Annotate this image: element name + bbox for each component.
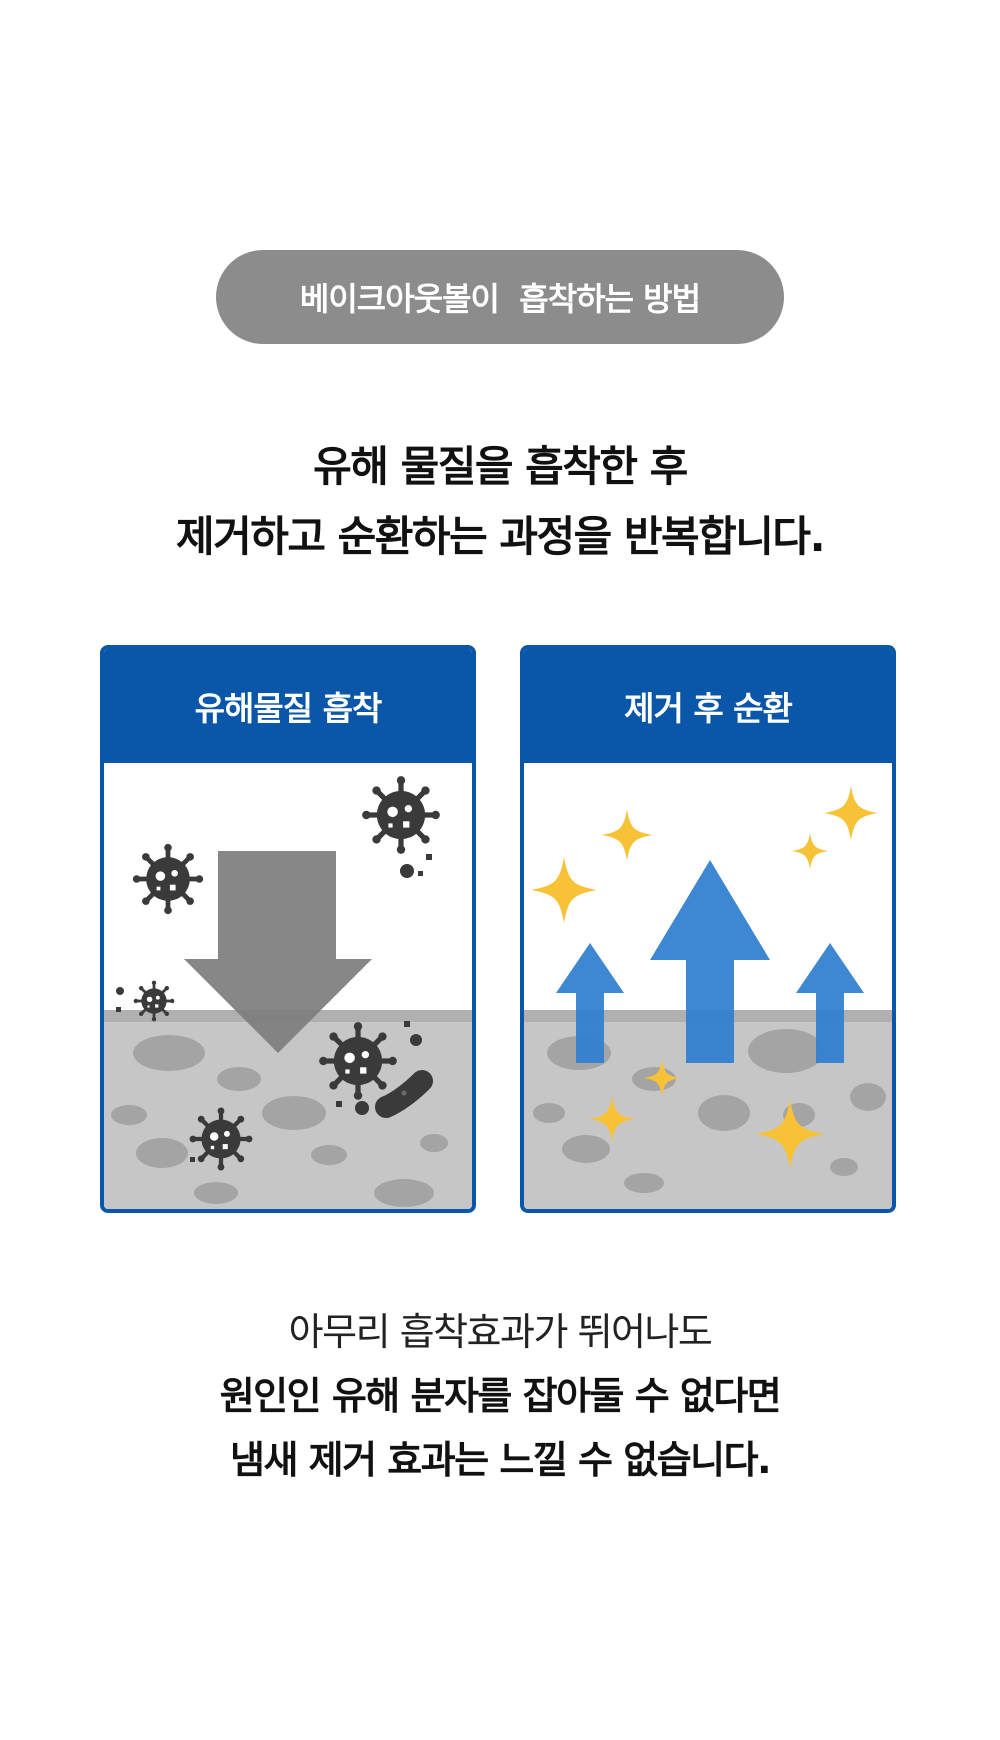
card-circulate: 제거 후 순환 [520,645,896,1213]
card-circulate-title: 제거 후 순환 [624,689,793,728]
footer-line-2: 원인인 유해 분자를 잡아둘 수 없다면 [219,1374,782,1418]
footer-text: 아무리 흡착효과가 뛰어나도 원인인 유해 분자를 잡아둘 수 없다면 냄새 제… [0,1300,1000,1492]
card-absorb: 유해물질 흡착 [100,645,476,1213]
headline: 유해 물질을 흡착한 후 제거하고 순환하는 과정을 반복합니다. [0,432,1000,572]
card-circulate-header: 제거 후 순환 [524,649,892,763]
footer-line-1: 아무리 흡착효과가 뛰어나도 [288,1310,713,1354]
footer-line-3: 냄새 제거 효과는 느낄 수 없습니다. [229,1438,772,1482]
section-badge: 베이크아웃볼이 흡착하는 방법 [216,250,784,344]
absorb-illustration [104,763,472,1209]
section-badge-label: 베이크아웃볼이 흡착하는 방법 [299,280,701,318]
absorb-illustration-svg [104,763,472,1209]
headline-line-1: 유해 물질을 흡착한 후 [313,442,688,491]
circulate-illustration-svg [524,786,892,1209]
headline-line-2: 제거하고 순환하는 과정을 반복합니다. [175,512,826,561]
card-absorb-title: 유해물질 흡착 [194,689,383,728]
card-absorb-header: 유해물질 흡착 [104,649,472,763]
circulate-illustration [524,763,892,1209]
